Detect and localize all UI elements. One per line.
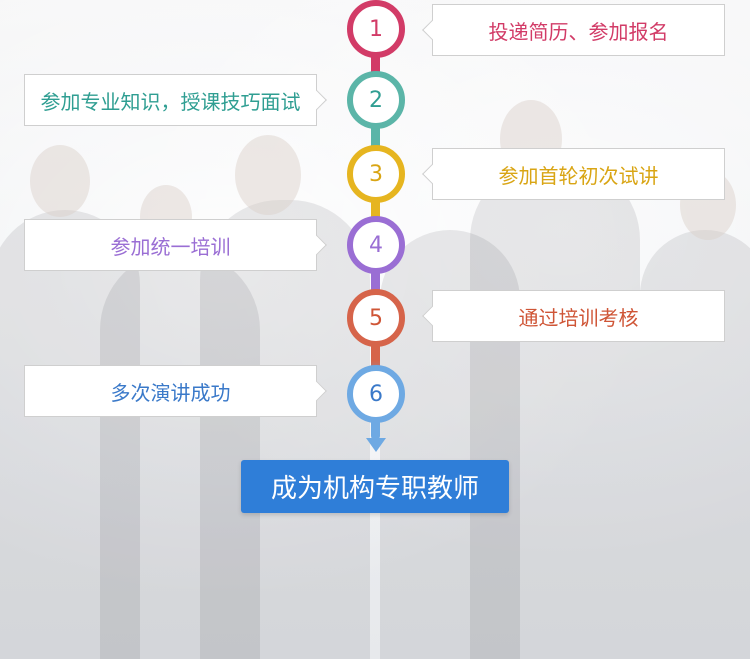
- step-6-box: 多次演讲成功: [24, 365, 317, 417]
- step-5-label: 通过培训考核: [518, 305, 639, 330]
- step-3-box: 参加首轮初次试讲: [432, 148, 725, 200]
- final-goal-label: 成为机构专职教师: [270, 474, 479, 504]
- background-figure: [100, 250, 260, 659]
- background-figure: [0, 210, 140, 659]
- step-6-label: 多次演讲成功: [110, 380, 231, 405]
- step-3-circle: 3: [347, 145, 405, 203]
- background-figure: [200, 200, 370, 659]
- step-4-box: 参加统一培训: [24, 219, 317, 271]
- step-2-box: 参加专业知识，授课技巧面试: [24, 74, 317, 126]
- step-2-label: 参加专业知识，授课技巧面试: [40, 89, 301, 114]
- step-3-number: 3: [369, 161, 383, 187]
- step-1-label: 投递简历、参加报名: [488, 19, 669, 44]
- background-face: [30, 145, 90, 217]
- step-2-circle: 2: [347, 71, 405, 129]
- final-goal-banner: 成为机构专职教师: [241, 460, 509, 513]
- step-4-label: 参加统一培训: [110, 234, 231, 259]
- step-4-circle: 4: [347, 216, 405, 274]
- step-6-circle: 6: [347, 365, 405, 423]
- step-3-label: 参加首轮初次试讲: [498, 163, 659, 188]
- step-5-box: 通过培训考核: [432, 290, 725, 342]
- background-face: [235, 135, 301, 215]
- step-2-number: 2: [369, 87, 383, 113]
- step-4-number: 4: [369, 232, 383, 258]
- step-1-box: 投递简历、参加报名: [432, 4, 725, 56]
- step-5-circle: 5: [347, 289, 405, 347]
- step-1-circle: 1: [347, 0, 405, 58]
- step-1-number: 1: [369, 16, 383, 42]
- step-5-number: 5: [369, 305, 383, 331]
- timeline-arrow-icon: [366, 438, 386, 452]
- background-figure: [470, 160, 640, 659]
- step-6-number: 6: [369, 381, 383, 407]
